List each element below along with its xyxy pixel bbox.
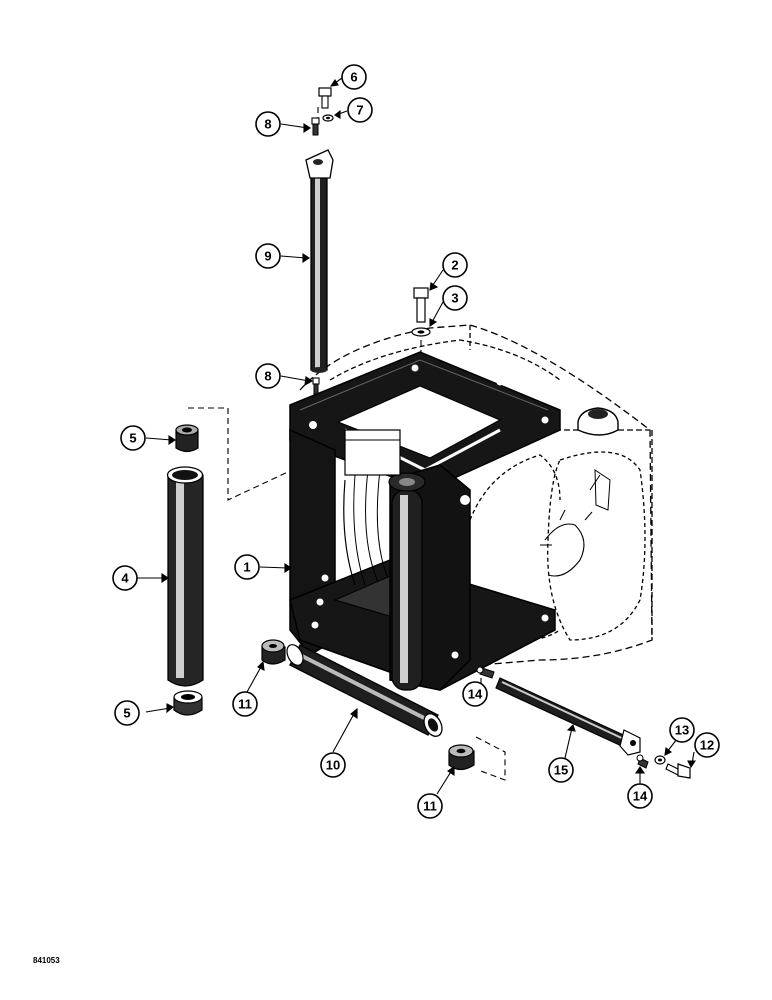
callout-circle	[120, 425, 146, 451]
callout-label: 11	[423, 799, 437, 814]
callout-circle	[669, 717, 695, 743]
callout-9: 9	[255, 243, 281, 269]
pivot-bracket	[289, 351, 561, 691]
washer-3	[411, 327, 431, 337]
callout-circle	[442, 285, 468, 311]
callout-circle	[548, 757, 574, 783]
callout-10: 10	[320, 752, 346, 778]
vertical-pivot-pin	[305, 149, 334, 373]
bushing-5-lower	[173, 690, 203, 716]
callout-7: 7	[347, 97, 373, 123]
callout-label: 9	[264, 249, 271, 264]
callout-1: 1	[234, 554, 260, 580]
housing-breather-cap	[577, 407, 619, 436]
callout-2: 2	[442, 252, 468, 278]
grease-fitting-14-upper	[476, 666, 495, 679]
horizontal-pin-15	[495, 677, 641, 756]
callout-circle	[255, 111, 281, 137]
callout-3: 3	[442, 285, 468, 311]
callout-8: 8	[255, 363, 281, 389]
bolt-2	[413, 287, 429, 323]
bolt-12	[665, 763, 691, 779]
sleeve-4	[166, 466, 204, 687]
callout-4: 4	[112, 565, 138, 591]
housing-outline	[299, 324, 653, 666]
callout-circle	[462, 681, 488, 707]
callout-circle	[320, 752, 346, 778]
bolt-6	[318, 87, 332, 109]
callout-14: 14	[627, 783, 653, 809]
callout-leaders	[134, 77, 697, 795]
callout-label: 8	[264, 369, 271, 384]
figure-code: 841053	[33, 956, 60, 965]
callout-label: 4	[121, 571, 129, 586]
grease-fitting-8-lower	[312, 377, 320, 395]
callout-label: 11	[238, 697, 252, 712]
lock-washer-13	[654, 755, 666, 765]
callout-5: 5	[114, 700, 140, 726]
callout-circle	[112, 565, 138, 591]
callout-6: 6	[341, 64, 367, 90]
callout-12: 12	[694, 732, 720, 758]
callout-circle	[627, 783, 653, 809]
callout-circle	[234, 554, 260, 580]
callout-label: 2	[451, 258, 458, 273]
callout-13: 13	[669, 717, 695, 743]
bushing-5-upper	[175, 424, 199, 453]
callout-label: 15	[554, 763, 568, 778]
bushing-11-upper	[261, 639, 286, 665]
callout-label: 12	[700, 738, 714, 753]
callout-label: 1	[243, 560, 250, 575]
grease-fitting-14-lower	[636, 754, 649, 769]
callout-label: 13	[675, 723, 689, 738]
callout-8: 8	[255, 111, 281, 137]
callout-circle	[694, 732, 720, 758]
callout-circle	[232, 691, 258, 717]
callout-label: 14	[633, 789, 648, 804]
callout-11: 11	[417, 793, 443, 819]
callout-label: 5	[123, 706, 130, 721]
callout-circle	[417, 793, 443, 819]
callout-15: 15	[548, 757, 574, 783]
callout-14: 14	[462, 681, 488, 707]
callout-label: 6	[350, 70, 357, 85]
callout-label: 10	[326, 758, 340, 773]
lock-washer-7	[322, 114, 334, 122]
inner-drum	[343, 429, 401, 586]
callout-circle	[114, 700, 140, 726]
sleeve-10	[286, 644, 443, 737]
callout-label: 7	[356, 103, 363, 118]
callout-circle	[341, 64, 367, 90]
callout-label: 8	[264, 117, 271, 132]
callout-label: 14	[468, 687, 483, 702]
callout-label: 3	[451, 291, 458, 306]
bushing-11-lower	[448, 744, 475, 771]
callout-11: 11	[232, 691, 258, 717]
callout-circle	[442, 252, 468, 278]
grease-fitting-8-upper	[311, 117, 320, 136]
callout-circle	[347, 97, 373, 123]
callout-circle	[255, 363, 281, 389]
callout-label: 5	[129, 431, 136, 446]
callout-circle	[255, 243, 281, 269]
callout-5: 5	[120, 425, 146, 451]
